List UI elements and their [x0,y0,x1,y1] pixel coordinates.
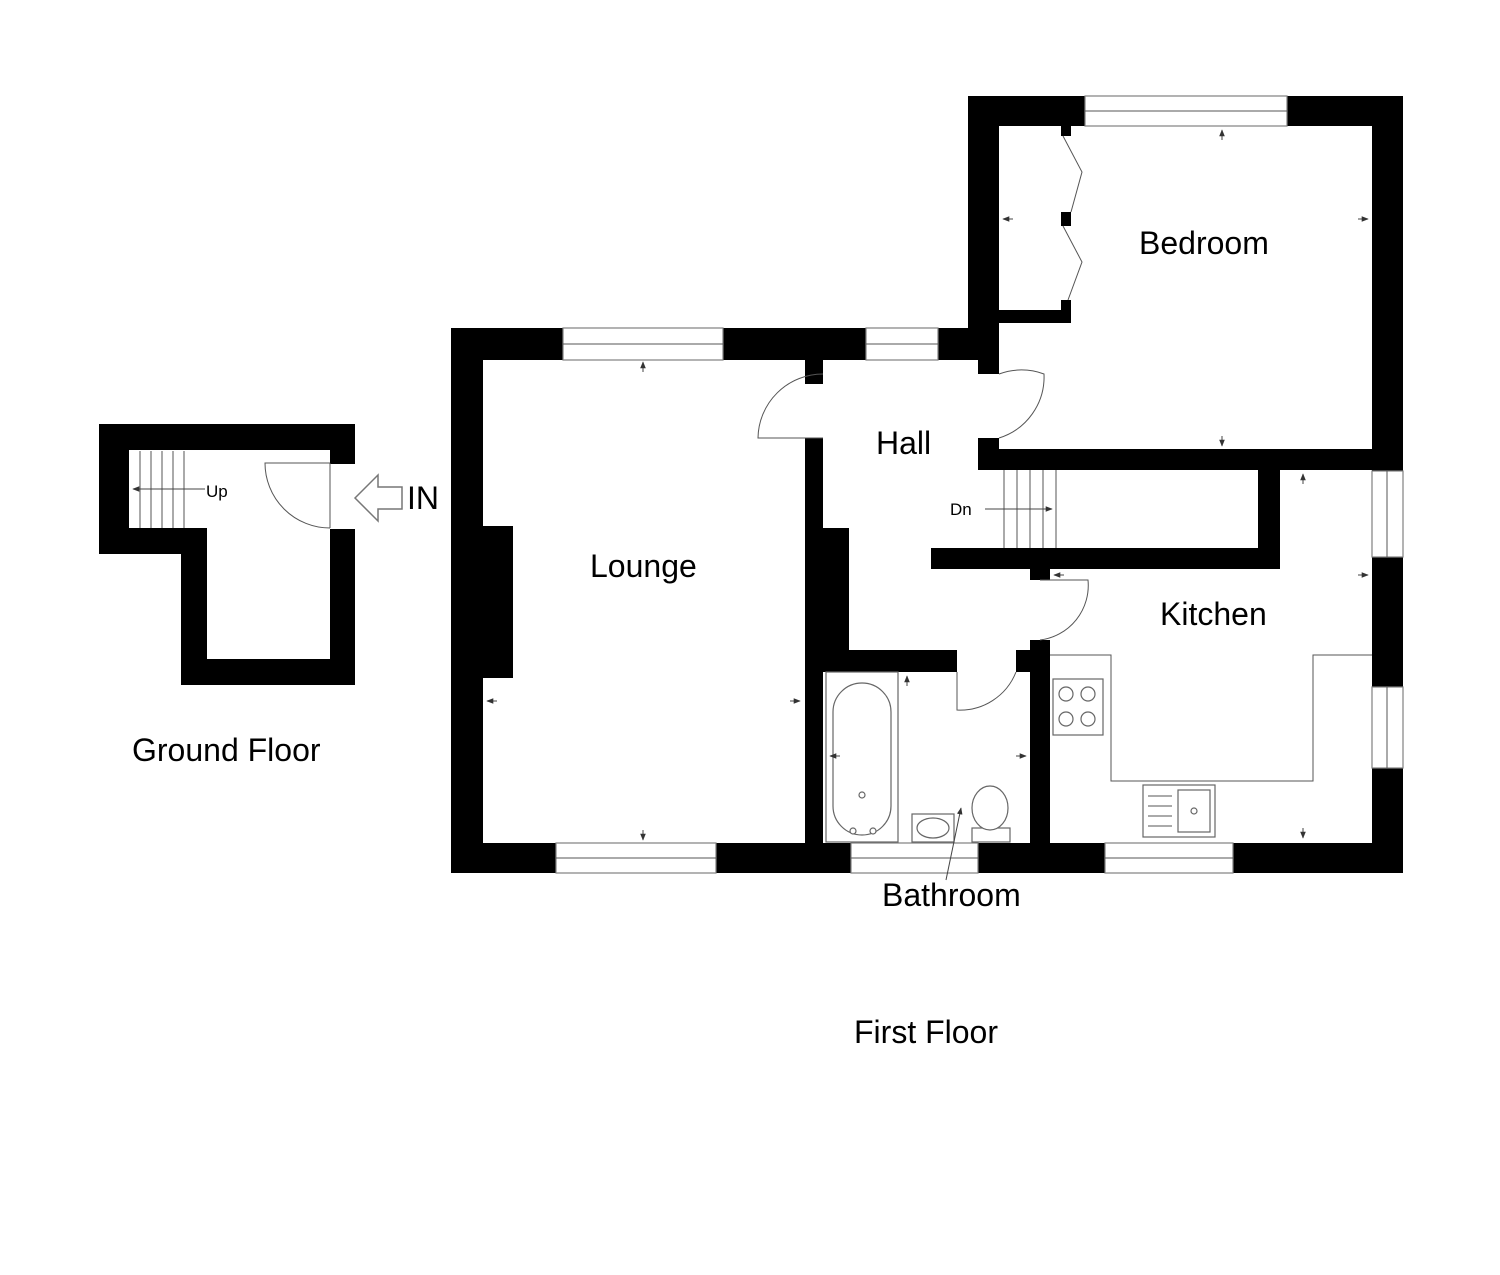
hall-label: Hall [876,425,931,461]
wardrobe-wall [1061,212,1071,226]
first-floor-label: First Floor [854,1014,998,1050]
bedroom-door[interactable] [998,369,1045,439]
ground-floor-wall [330,529,355,685]
entrance-door[interactable] [264,462,331,529]
wall [1030,640,1050,843]
ground-floor-label: Ground Floor [132,732,321,768]
wardrobe-wall [1061,300,1071,323]
entrance-label: IN [407,480,439,516]
wall [931,548,1280,569]
wall [805,438,823,843]
wall [1372,557,1403,687]
stairs-up-label: Up [206,482,228,501]
wall [823,528,849,653]
lounge-label: Lounge [590,548,697,584]
ground-floor-wall [99,424,355,450]
wall [1372,96,1403,471]
wall [823,650,957,672]
wall [805,360,823,384]
wardrobe-doors[interactable] [1062,135,1083,301]
wall [1372,768,1403,873]
bathroom-pointer-arrow-icon [945,807,963,881]
wall [1030,569,1050,580]
ground-floor-wall [181,528,207,685]
dimension-ticks [486,129,1369,841]
chimney-breast [483,526,513,678]
bath-tub [825,671,899,843]
ground-floor-plan [99,424,403,685]
wall [978,360,999,374]
stairs-down-label: Dn [950,500,972,519]
ground-floor-wall [330,424,355,464]
entrance-arrow-icon [353,473,403,523]
toilet [971,785,1011,843]
ground-floor-wall [181,659,355,685]
bedroom-label: Bedroom [1139,225,1269,261]
bathroom-door[interactable] [956,671,1017,711]
lounge-door[interactable] [757,373,824,439]
wall [978,449,1403,470]
kitchen-sink [1142,784,1216,838]
wall [451,328,483,873]
wardrobe-wall [999,310,1071,323]
wall [1258,470,1280,569]
wall [968,96,999,360]
wall [1016,650,1030,672]
wardrobe-wall [1061,126,1071,136]
hob [1052,678,1104,736]
ground-stairs [132,451,205,528]
first-floor-stairs [985,470,1057,548]
bathroom-label: Bathroom [882,877,1021,913]
kitchen-worktop [1050,654,1372,782]
first-floor-plan [451,95,1404,881]
kitchen-door[interactable] [1039,579,1089,641]
kitchen-label: Kitchen [1160,596,1267,632]
bathroom-sink [911,813,955,843]
